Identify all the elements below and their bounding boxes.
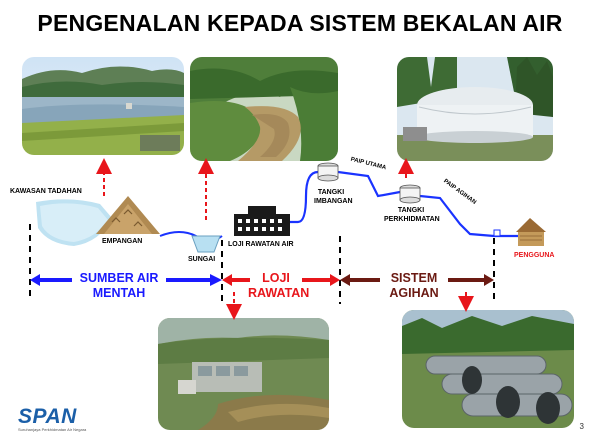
service-tank-photo xyxy=(397,57,553,161)
label-kawasan-tadahan: KAWASAN TADAHAN xyxy=(10,188,82,195)
sumber-air-mentah-arrow xyxy=(30,274,222,286)
slide-title: PENGENALAN KEPADA SISTEM BEKALAN AIR xyxy=(37,10,563,36)
treatment-plant-photo xyxy=(158,318,329,430)
catchment-area-icon xyxy=(36,199,112,246)
label-pengguna: PENGGUNA xyxy=(514,252,555,259)
dam-icon xyxy=(96,196,160,234)
treatment-plant-icon xyxy=(234,206,290,236)
page-number: 3 xyxy=(579,422,584,431)
river-icon xyxy=(159,231,223,253)
dam-reservoir-photo xyxy=(22,57,184,155)
label-sungai: SUNGAI xyxy=(188,256,216,263)
consumer-house-icon xyxy=(493,218,546,246)
loji-rawatan-arrow xyxy=(222,274,340,286)
sistem-agihan-arrow xyxy=(340,274,494,286)
label-empangan: EMPANGAN xyxy=(102,238,143,245)
distribution-pipes-photo xyxy=(402,310,574,428)
service-tank-icon xyxy=(399,184,421,204)
balancing-tank-icon xyxy=(317,162,339,182)
span-logo: SPAN Suruhanjaya Perkhidmatan Air Negara xyxy=(18,405,87,432)
river-photo xyxy=(190,57,338,161)
label-loji-rawatan-air: LOJI RAWATAN AIR xyxy=(228,241,294,248)
